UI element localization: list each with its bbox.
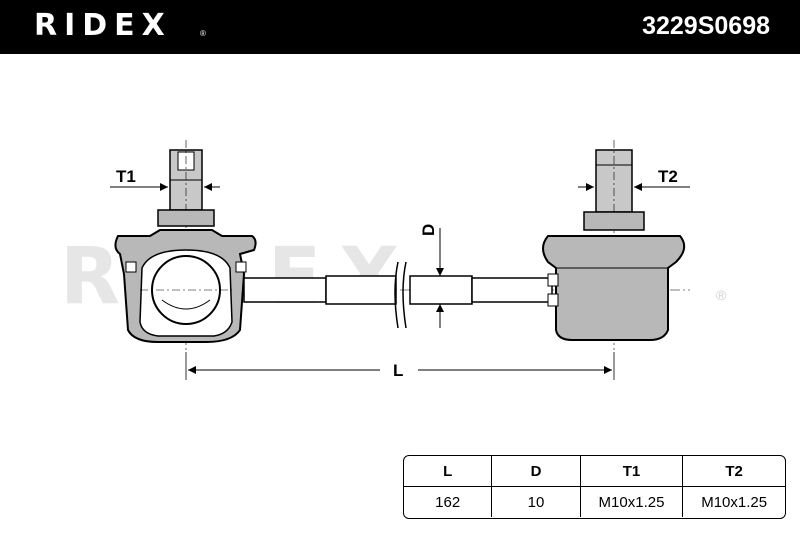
dimension-t2-label: T2 xyxy=(658,167,678,186)
dimension-d: D xyxy=(419,224,444,328)
spec-header-t2: T2 xyxy=(682,456,785,487)
specification-table: L D T1 T2 162 10 M10x1.25 M10x1.25 xyxy=(403,455,786,519)
spec-value-t2: M10x1.25 xyxy=(682,486,785,518)
spec-header-d: D xyxy=(491,456,581,487)
brand-registered-mark: ® xyxy=(200,29,206,38)
brand-logo: RIDEX xyxy=(34,8,172,43)
dimension-d-label: D xyxy=(419,224,438,236)
left-ball-joint-housing xyxy=(114,229,257,343)
right-ball-joint-housing xyxy=(542,235,686,341)
spec-header-l: L xyxy=(404,456,493,487)
header-bar: RIDEX ® 3229S0698 xyxy=(0,0,800,54)
dimension-t2: T2 xyxy=(578,167,690,191)
right-threaded-stud xyxy=(583,140,645,350)
dimension-l: L xyxy=(185,352,615,380)
spec-header-row: L D T1 T2 xyxy=(404,456,785,487)
dimension-l-label: L xyxy=(393,361,403,380)
spec-header-t1: T1 xyxy=(579,456,684,487)
dimension-t1: T1 xyxy=(110,167,220,191)
connecting-rod xyxy=(243,261,553,329)
part-number: 3229S0698 xyxy=(642,12,770,40)
dimension-t1-label: T1 xyxy=(116,167,136,186)
stabilizer-link-drawing: RIDEX ® xyxy=(60,140,727,380)
specification-grid: L D T1 T2 162 10 M10x1.25 M10x1.25 xyxy=(404,456,785,518)
left-threaded-stud xyxy=(157,140,215,350)
spec-value-d: 10 xyxy=(491,486,581,518)
spec-value-t1: M10x1.25 xyxy=(579,486,684,518)
watermark-registered-mark: ® xyxy=(716,287,727,303)
spec-value-l: 162 xyxy=(404,486,493,518)
spec-value-row: 162 10 M10x1.25 M10x1.25 xyxy=(404,486,785,518)
